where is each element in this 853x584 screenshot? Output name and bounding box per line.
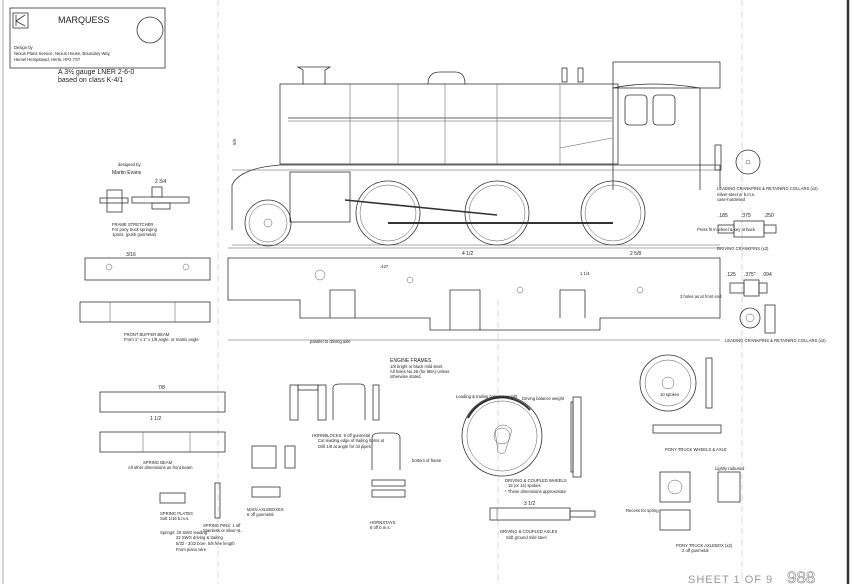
- note: 15 (or 14) spokes: [508, 483, 541, 488]
- dimension-label: 2 5/8: [630, 251, 641, 257]
- note: All holes No.26 (for 6BA) unless: [390, 369, 449, 374]
- pony-wheel: [244, 199, 292, 247]
- note: From 1" x 1" x 1/8 angle, or matrix angl…: [124, 337, 199, 342]
- driving-wheel-drawing: Leading & trailing balance weight Drivin…: [456, 394, 582, 494]
- main-axleboxes-label: MAIN AXLEBOXES: [247, 507, 284, 512]
- dimension-label: .375": [744, 272, 756, 278]
- note: Lightly radiused: [715, 466, 745, 471]
- engine-frames-drawing: parallel to driving axle .437 1 1/4 4 1/…: [227, 247, 721, 344]
- pony-truck-wheels-label: PONY TRUCK WHEELS & AXLE: [665, 447, 727, 452]
- cab-window: [624, 94, 648, 126]
- driving-crankpins-label: DRIVING CRANKPINS (x2): [717, 246, 769, 251]
- springs-details: SPRING PLATES Sott 1/16 b.m.s. SPRING PI…: [159, 445, 296, 552]
- note: 6 off b.m.s.: [370, 525, 391, 530]
- hornblocks-label: HORNBLOCKS: 6 off gunmetal: [312, 433, 370, 438]
- note: 1pm/s. (push gunmetal): [112, 232, 157, 237]
- dimension-label: 2 3/4: [155, 179, 166, 185]
- dimension-label: 7/8: [158, 385, 165, 391]
- driving-axle-drawing: 3 1/2 DRIVING & COUPLED AXLES Soft groun…: [489, 501, 596, 540]
- spring-plates-label: SPRING PLATES: [160, 511, 193, 516]
- front-buffer-beam-label: FRONT BUFFER BEAM: [124, 332, 170, 337]
- note: Press fit in wheel & key at back: [697, 227, 756, 232]
- dimension-label: .185: [718, 213, 728, 219]
- driving-wheels-label: DRIVING & COUPLED WHEELS: [505, 478, 567, 483]
- address-line-1: Nexus Plans Service, Nexus House, Bounda…: [14, 51, 111, 56]
- pony-truck-axleboxes-label: PONY TRUCK AXLEBOX (x2): [676, 543, 733, 548]
- note: Driving balance weight: [522, 396, 565, 401]
- note: Drill 1/8 at angle for oil pipes: [318, 444, 371, 449]
- hornstays-label: HORNSTAYS: [370, 520, 396, 525]
- engine-frames-label: ENGINE FRAMES: [390, 358, 432, 364]
- dimension-label: 4 1/2: [462, 251, 473, 257]
- cab-window: [652, 94, 676, 126]
- cab: [612, 83, 701, 190]
- model-name: MARQUESS: [58, 15, 110, 25]
- driving-wheel: [355, 180, 421, 246]
- spring-beam-label: SPRING BEAM: [143, 460, 173, 465]
- note: 10 spokes: [660, 392, 679, 397]
- leading-crankpins-label: LEADING CRANKPINS & RETAINING COLLARS (x…: [725, 338, 826, 343]
- leading-crankpins-label: LEADING CRANKPINS & RETAINING COLLARS (x…: [717, 186, 818, 191]
- subtitle-1: A 3½ gauge LNER 2-6-0: [58, 68, 134, 76]
- note: otherwise stated.: [390, 374, 422, 379]
- note: case-hardened: [717, 197, 746, 202]
- dome: [427, 71, 466, 85]
- dimension-label: 5/8: [232, 139, 237, 145]
- running-board: [231, 164, 721, 230]
- logo-circle-icon: [136, 16, 164, 44]
- sheet-number: 988: [787, 568, 815, 584]
- cylinder: [289, 171, 351, 223]
- k-logo-icon: [12, 12, 29, 29]
- front-buffer-beam-drawing: 3/16 FRONT BUFFER BEAM From 1" x 1" x 1/…: [79, 252, 211, 342]
- title-block: MARQUESS Design by Nexus Plans Service, …: [9, 7, 166, 69]
- note: bottom of frame: [412, 458, 442, 463]
- parallel-axle-note: parallel to driving axle: [310, 339, 351, 344]
- springs-note: From piano wire: [176, 547, 207, 552]
- spring-pins-label: SPRING PINS: 1 off: [203, 523, 241, 528]
- pony-truck-wheels-drawing: 10 spokes PONY TRUCK WHEELS & AXLE Light…: [626, 354, 745, 553]
- dimension-label: .437: [380, 264, 389, 269]
- note: 1/8 bright or black mild steel.: [390, 364, 443, 369]
- note: Silver-steel or b.m.s.: [717, 192, 755, 197]
- note: * These dimensions approximate: [505, 489, 567, 494]
- address-line-2: Hemel Hempstead, Herts, HP2 7ST: [14, 57, 81, 62]
- connecting-rod: [344, 199, 498, 216]
- frame-stretcher-drawing: 2 3/4 FRAME STRETCHER For pony truck spr…: [99, 179, 190, 237]
- springs-note: Springs: 20 SWG leading: [160, 530, 208, 535]
- note: 6 off gunmetal: [247, 512, 274, 517]
- note: For pony truck springing: [112, 227, 158, 232]
- designed-by-label: designed by: [118, 162, 141, 167]
- springs-note: 5/32 - 3/32 bore, 5/8 free length: [176, 541, 235, 546]
- note: Stainless or silver-st.: [203, 528, 242, 533]
- driving-axles-label: DRIVING & COUPLED AXLES: [500, 529, 557, 534]
- note: 3 holes as at front end: [680, 294, 722, 299]
- designer-name: Martin Evans: [112, 170, 142, 176]
- design-by-label: Design by: [14, 45, 34, 50]
- dimension-label: 3 1/2: [524, 501, 535, 507]
- sheet-label: SHEET 1 OF 9: [688, 574, 773, 584]
- note: Leading & trailing balance weight: [456, 394, 518, 399]
- subtitle-2: based on class K-4/1: [58, 77, 123, 84]
- dimension-label: .125: [726, 272, 736, 278]
- spring-beam-drawing: 7/8 1 1/2 SPRING BEAM All other dimensio…: [99, 385, 226, 470]
- note: Recess for spring: [626, 508, 659, 513]
- note: Cut leading edge of trailing horns at: [318, 438, 385, 443]
- chimney: [296, 66, 332, 84]
- hornblocks-drawing: HORNBLOCKS: 6 off gunmetal Cut leading e…: [289, 383, 442, 530]
- dimension-label: .375: [741, 213, 751, 219]
- locomotive-elevation: 5/8: [231, 61, 721, 247]
- note: All other dimensions as front beam: [128, 465, 193, 470]
- note: Soft ground mild steel: [506, 535, 547, 540]
- dimension-label: .250: [764, 213, 774, 219]
- dimension-label: 3/16: [126, 252, 136, 258]
- dimension-label: 1 1/4: [580, 271, 590, 276]
- note: 2 off gunmetal: [682, 548, 709, 553]
- note: Sott 1/16 b.m.s.: [160, 516, 189, 521]
- springs-note: 22 SWG driving & trailing: [176, 535, 223, 540]
- dimension-label: .094: [762, 272, 772, 278]
- frame-stretcher-label: FRAME STRETCHER: [112, 222, 153, 227]
- crankpins-drawing: LEADING CRANKPINS & RETAINING COLLARS (x…: [680, 144, 826, 343]
- driving-wheel: [580, 180, 646, 246]
- dimension-label: 1 1/2: [150, 416, 161, 422]
